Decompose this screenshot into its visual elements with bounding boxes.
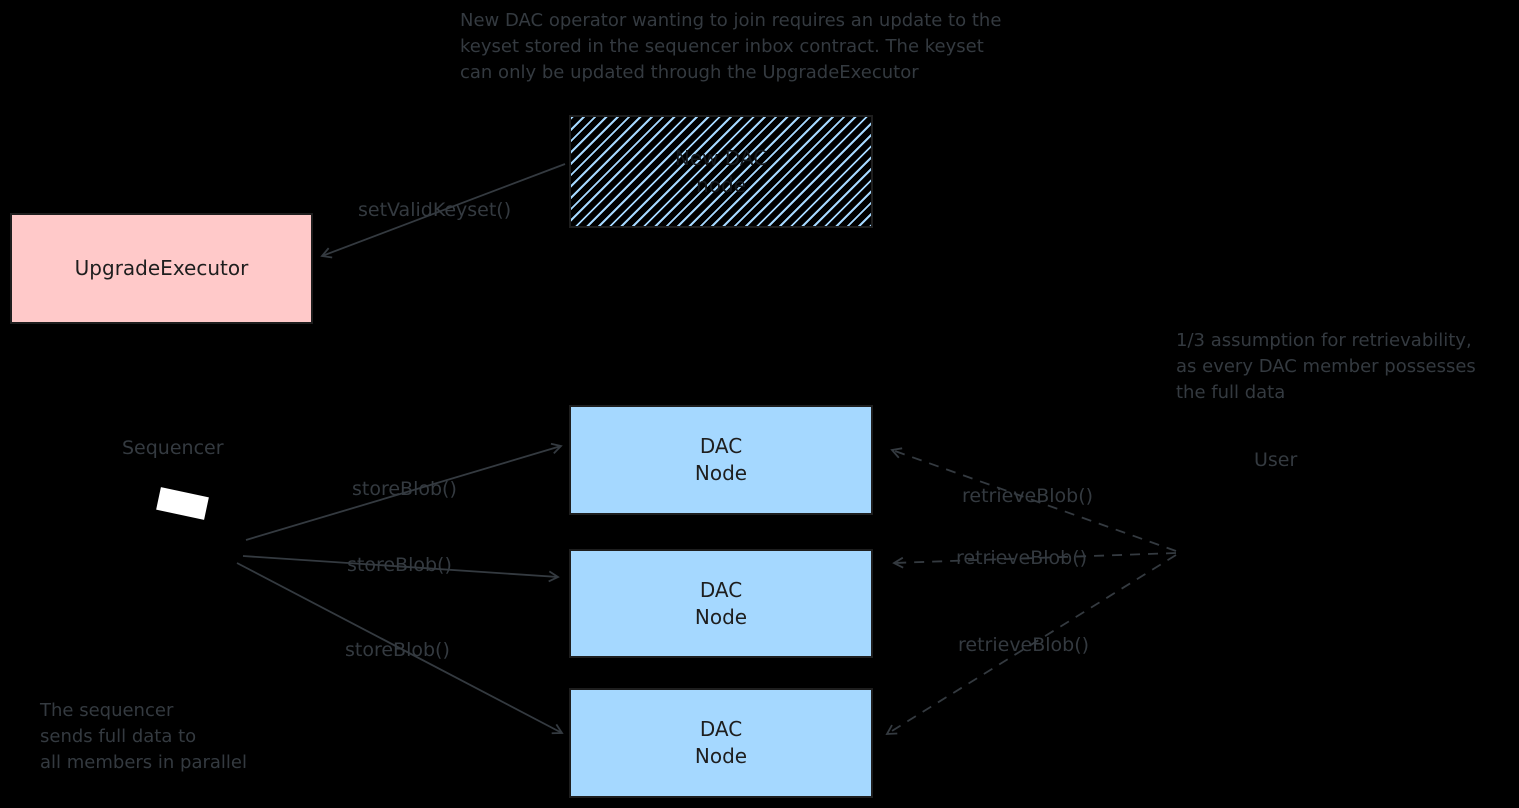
keyset-update-note-line1: New DAC operator wanting to join require…: [460, 10, 1002, 31]
dac-node-1-label-line2: Node: [694, 461, 748, 485]
sequencer-label: Sequencer: [122, 437, 224, 459]
retrievability-note-line3: the full data: [1176, 382, 1286, 403]
dac-node-1-label-line1: DAC: [699, 434, 743, 458]
retrievability-note: 1/3 assumption for retrievability, as ev…: [1176, 328, 1476, 406]
upgrade-executor-box: UpgradeExecutor: [10, 213, 313, 324]
dac-node-3-label-line2: Node: [694, 744, 748, 768]
keyset-update-note-line3: can only be updated through the UpgradeE…: [460, 62, 919, 83]
parallel-send-note-line1: The sequencer: [40, 700, 174, 721]
new-dac-node-label-line2: node: [696, 172, 746, 197]
dac-node-3-label-line1: DAC: [699, 717, 743, 741]
retrieve-blob-label-1: retrieveBlob(): [962, 485, 1094, 507]
retrievability-note-line2: as every DAC member possesses: [1176, 356, 1476, 377]
store-blob-label-1: storeBlob(): [352, 478, 457, 500]
upgrade-executor-label: UpgradeExecutor: [74, 256, 249, 280]
keyset-update-note-line2: keyset stored in the sequencer inbox con…: [460, 36, 984, 57]
dac-node-2-label-line1: DAC: [699, 577, 743, 602]
user-label: User: [1254, 449, 1298, 471]
dac-node-2-label-line2: Node: [694, 604, 748, 629]
parallel-send-note-line2: sends full data to: [40, 726, 197, 747]
set-valid-keyset-label: setValidKeyset(): [358, 199, 512, 221]
keyset-update-note: New DAC operator wanting to join require…: [460, 8, 1001, 86]
dac-node-box-3: DAC Node: [569, 688, 873, 798]
retrieve-blob-label-3: retrieveBlob(): [958, 634, 1090, 656]
parallel-send-note-line3: all members in parallel: [40, 752, 247, 773]
new-dac-node-box: New DAC node: [569, 115, 873, 228]
parallel-send-note: The sequencer sends full data to all mem…: [40, 698, 247, 776]
store-blob-label-3: storeBlob(): [345, 639, 450, 661]
new-dac-node-label-line1: New DAC: [674, 145, 768, 170]
sequencer-laptop-icon: [156, 487, 209, 520]
dac-node-box-1: DAC Node: [569, 405, 873, 515]
retrievability-note-line1: 1/3 assumption for retrievability,: [1176, 330, 1472, 351]
dac-node-box-2: DAC Node: [569, 549, 873, 658]
retrieve-blob-label-2: retrieveBlob(): [956, 547, 1088, 569]
store-blob-label-2: storeBlob(): [347, 554, 452, 576]
